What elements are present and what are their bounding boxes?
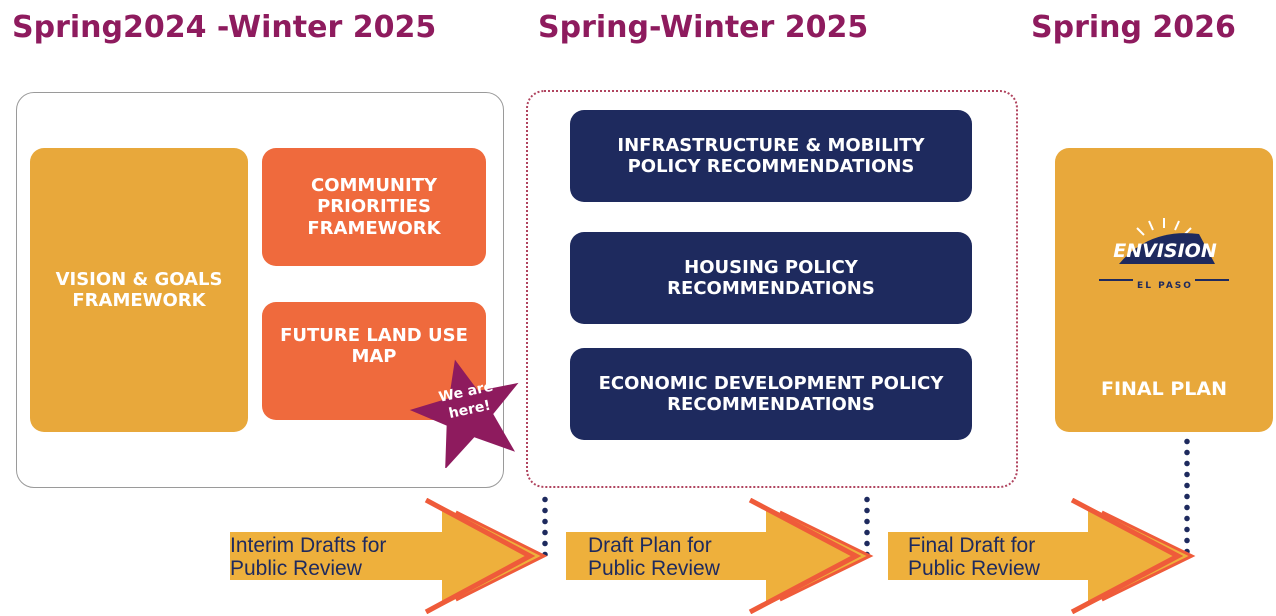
review-1-line1: Interim Drafts for (230, 534, 387, 557)
review-3-line2: Public Review (908, 557, 1040, 581)
vision-goals-label: VISION & GOALS FRAMEWORK (55, 268, 223, 311)
envision-wordmark: ENVISION (1113, 240, 1217, 262)
review-arrow-3 (888, 498, 1196, 614)
economic-card: ECONOMIC DEVELOPMENT POLICY RECOMMENDATI… (570, 348, 972, 440)
community-priorities-card: COMMUNITY PRIORITIES FRAMEWORK (262, 148, 486, 266)
final-plan-card: FINAL PLAN (1055, 148, 1273, 432)
phase-title-3: Spring 2026 (1031, 10, 1236, 45)
review-2-line2: Public Review (588, 557, 720, 581)
phase-title-1: Spring2024 -Winter 2025 (12, 10, 437, 45)
vision-goals-card: VISION & GOALS FRAMEWORK (30, 148, 248, 432)
envision-logo-icon (1099, 218, 1229, 281)
phase-1-frame (16, 92, 504, 488)
future-land-use-label: FUTURE LAND USE MAP (280, 324, 468, 367)
connector-dots-3 (1184, 436, 1190, 556)
review-3-line1: Final Draft for (908, 534, 1036, 557)
review-label-1: Interim Drafts for Public Review (230, 534, 386, 580)
connector-dots-1 (542, 494, 548, 556)
phase-2-frame (526, 90, 1018, 488)
final-plan-label: FINAL PLAN (1100, 378, 1227, 400)
review-2-line1: Draft Plan for (588, 534, 712, 557)
connector-dots-2 (864, 494, 870, 556)
review-arrow-1 (230, 498, 548, 614)
housing-card: HOUSING POLICY RECOMMENDATIONS (570, 232, 972, 324)
housing-label: HOUSING POLICY RECOMMENDATIONS (667, 256, 875, 299)
envision-subtitle: EL PASO (1137, 281, 1193, 291)
star-badge-icon (409, 359, 519, 468)
phase-title-2: Spring-Winter 2025 (538, 10, 869, 45)
review-label-2: Draft Plan for Public Review (588, 534, 720, 580)
infrastructure-card: INFRASTRUCTURE & MOBILITY POLICY RECOMME… (570, 110, 972, 202)
review-label-3: Final Draft for Public Review (908, 534, 1040, 580)
review-arrow-2 (566, 498, 874, 614)
community-priorities-label: COMMUNITY PRIORITIES FRAMEWORK (307, 175, 441, 239)
infrastructure-label: INFRASTRUCTURE & MOBILITY POLICY RECOMME… (617, 134, 925, 177)
review-1-line2: Public Review (230, 557, 362, 581)
economic-label: ECONOMIC DEVELOPMENT POLICY RECOMMENDATI… (598, 372, 944, 415)
